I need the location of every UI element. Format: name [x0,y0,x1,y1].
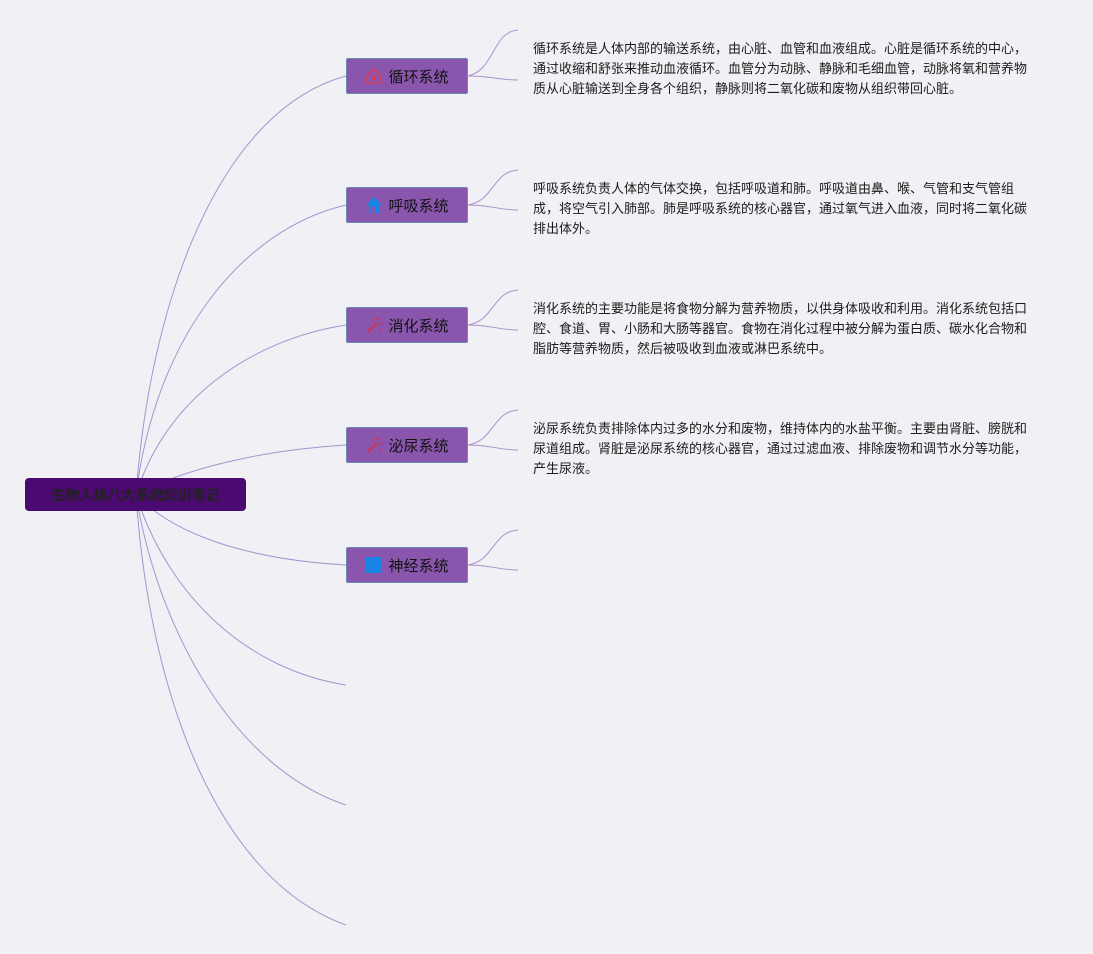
edge-branch-5-upper [467,529,519,566]
edge-branch-5-lower [467,564,519,571]
edge-root-branch-2 [135,204,347,496]
edge-root-branch-6 [135,494,347,686]
branch-label: 消化系统 [388,316,449,335]
edge-root-branch-3 [135,324,347,496]
edge-branch-2-upper [467,169,519,206]
edge-root-branch-8 [135,494,347,926]
note-urinary: 泌尿系统负责排除体内过多的水分和废物，维持体内的水盐平衡。主要由肾脏、膀胱和尿道… [533,422,1028,477]
edge-branch-1-upper [467,29,519,77]
branch-node-urinary[interactable]: 泌尿系统 [346,427,468,463]
branch-node-respiratory[interactable]: 呼吸系统 [346,187,468,223]
edge-branch-4-upper [467,409,519,446]
edge-root-branch-1 [135,75,347,496]
edge-branch-4-lower [467,444,519,451]
note-digestive: 消化系统的主要功能是将食物分解为营养物质，以供身体吸收和利用。消化系统包括口腔、… [533,302,1028,357]
edge-root-branch-7 [135,494,347,806]
branch-label: 神经系统 [388,556,449,575]
root-node[interactable]: 生物人体八大系统知识笔记 [25,478,246,511]
house-icon [365,196,383,214]
note-respiratory: 呼吸系统负责人体的气体交换，包括呼吸道和肺。呼吸道由鼻、喉、气管和支气管组成，将… [533,182,1028,237]
edge-branch-3-lower [467,324,519,331]
home-icon [365,67,383,85]
branch-node-circulatory[interactable]: 循环系统 [346,58,468,94]
square-icon [365,556,383,574]
sparkle-icon [365,436,383,454]
branch-label: 呼吸系统 [388,196,449,215]
root-label: 生物人体八大系统知识笔记 [51,487,220,504]
edge-branch-2-lower [467,204,519,211]
sparkle-icon [365,316,383,334]
branch-label: 循环系统 [388,67,449,86]
edge-branch-1-lower [467,75,519,81]
note-circulatory: 循环系统是人体内部的输送系统，由心脏、血管和血液组成。心脏是循环系统的中心，通过… [533,42,1028,97]
branch-label: 泌尿系统 [388,436,449,455]
branch-node-digestive[interactable]: 消化系统 [346,307,468,343]
branch-node-nervous[interactable]: 神经系统 [346,547,468,583]
edge-branch-3-upper [467,289,519,326]
